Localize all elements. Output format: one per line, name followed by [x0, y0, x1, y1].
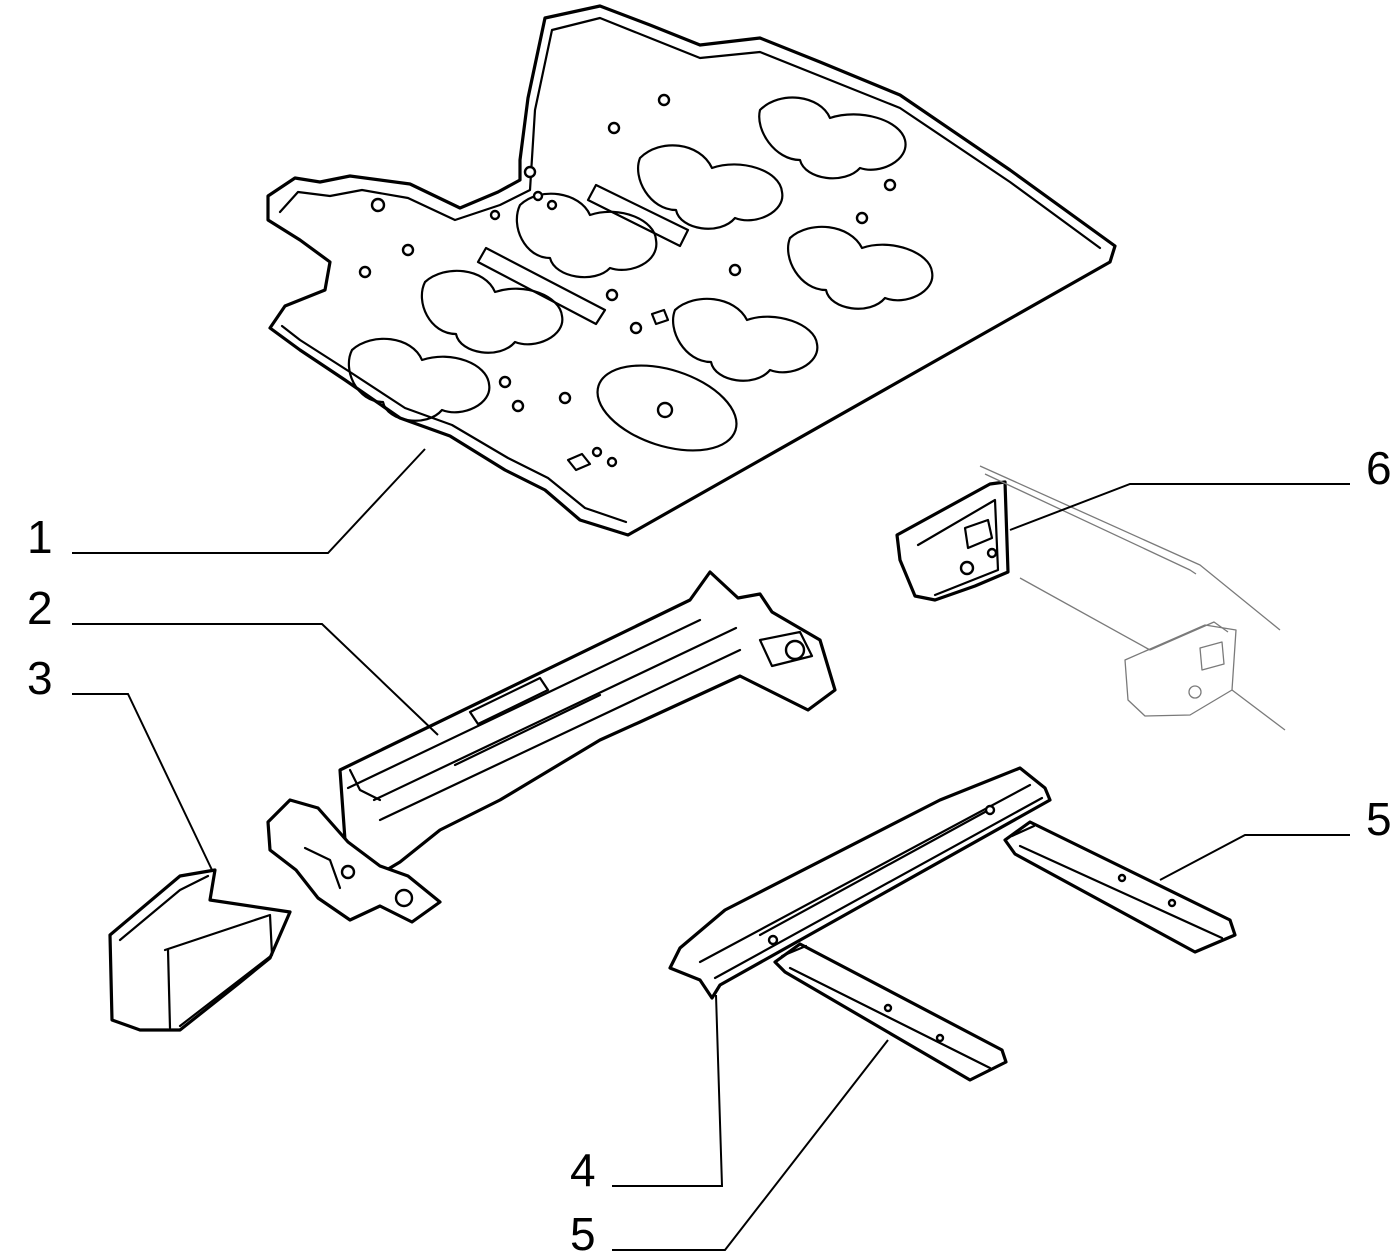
- part-3-bracket: [108, 868, 292, 1032]
- callout-5-lower: 5: [570, 1208, 596, 1256]
- leader-6: [1009, 483, 1350, 531]
- callout-5-upper: 5: [1366, 793, 1392, 845]
- callout-labels: 1 2 3 6 5 4 5: [27, 442, 1392, 1256]
- part-5-rail-upper: [1003, 820, 1237, 954]
- callout-4: 4: [570, 1144, 596, 1196]
- part-5-rail-lower: [773, 942, 1008, 1082]
- part-4-side-member: [668, 766, 1052, 1000]
- callout-3: 3: [27, 652, 53, 704]
- leader-5a: [1159, 834, 1350, 881]
- part-6-corner-bracket: [895, 480, 1010, 602]
- part-1-floor-panel: [266, 4, 1117, 537]
- leader-2: [72, 623, 439, 736]
- callout-6: 6: [1366, 442, 1392, 494]
- leader-lines: [72, 448, 1350, 1251]
- part-2-crossmember: [266, 570, 837, 924]
- leader-1: [72, 448, 426, 554]
- callout-1: 1: [27, 511, 53, 563]
- context-outline: [979, 465, 1286, 731]
- leader-4: [612, 994, 724, 1187]
- leader-3: [72, 693, 213, 871]
- leader-5b: [612, 1039, 889, 1251]
- callout-2: 2: [27, 582, 53, 634]
